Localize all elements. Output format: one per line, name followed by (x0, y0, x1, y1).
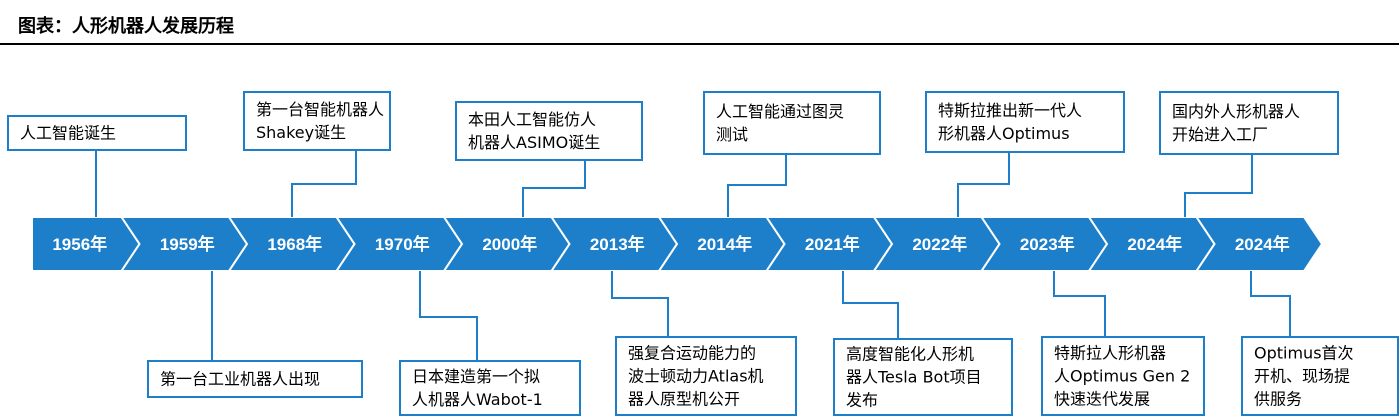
event-text: 快速迭代发展 (1054, 390, 1150, 409)
event-text: 人机器人Wabot-1 (412, 390, 543, 409)
chart-title: 图表：人形机器人发展历程 (18, 16, 234, 37)
timeline-arrow-band: 1956年 1959年 1968年 1970年 2000年 2013年 2014年 2021年… (31, 216, 1324, 272)
event-text: 器人原型机公开 (628, 390, 740, 409)
timeline-segment (1194, 216, 1324, 272)
event-text: 发布 (846, 391, 878, 410)
event-text: 开始进入工厂 (1172, 125, 1268, 144)
year-label: 2023年 (1020, 234, 1075, 254)
event-box: 第一台工业机器人出现 (147, 360, 363, 398)
event-text: 国内外人形机器人 (1172, 102, 1300, 121)
milestone-connector (1184, 154, 1253, 217)
year-label: 1968年 (267, 234, 322, 254)
event-text: 人工智能通过图灵 (716, 102, 844, 121)
event-text: 第一台工业机器人出现 (160, 370, 320, 389)
year-label: 2013年 (590, 234, 645, 254)
event-box-frame (7, 115, 187, 151)
milestone-connector (957, 152, 1010, 217)
year-label: 1970年 (375, 234, 430, 254)
event-text: 供服务 (1254, 390, 1302, 409)
event-text: 本田人工智能仿人 (468, 110, 596, 129)
milestone-connector (291, 150, 357, 217)
event-box-frame (1159, 91, 1339, 155)
milestone-connector (727, 154, 787, 217)
milestone-connector (842, 271, 899, 339)
milestone-connector (1250, 271, 1291, 337)
event-text: 特斯拉人形机器 (1054, 344, 1166, 363)
event-text: 开机、现场提 (1254, 367, 1350, 386)
event-text: 测试 (716, 125, 748, 144)
event-box-frame (703, 91, 881, 155)
year-label: 2014年 (697, 234, 752, 254)
event-box-frame (1241, 336, 1399, 416)
event-text: 第一台智能机器人 (256, 100, 384, 119)
year-label: 2024年 (1127, 234, 1182, 254)
milestone-connector (611, 271, 669, 337)
event-box-frame (147, 360, 363, 398)
event-text: 日本建造第一个拟 (412, 367, 540, 386)
year-label: 2000年 (482, 234, 537, 254)
event-box-frame (615, 336, 797, 416)
timeline-connectors (95, 150, 1291, 361)
event-box: 人工智能诞生 (7, 115, 187, 151)
event-box-frame (243, 91, 391, 151)
event-text: 人工智能诞生 (20, 124, 116, 143)
event-text: Shakey诞生 (256, 123, 346, 142)
event-text: 形机器人Optimus (938, 124, 1070, 143)
event-text: 人Optimus Gen 2 (1054, 367, 1190, 386)
event-text: 机器人ASIMO诞生 (468, 133, 600, 152)
year-label: 1959年 (160, 234, 215, 254)
year-label: 1956年 (52, 234, 107, 254)
event-text: 波士顿动力Atlas机 (628, 367, 764, 386)
event-text: Optimus首次 (1254, 344, 1354, 363)
event-box-frame (833, 338, 1013, 416)
milestone-connector (1053, 271, 1106, 337)
event-box-frame (399, 360, 581, 416)
event-box-frame (455, 101, 643, 161)
event-text: 特斯拉推出新一代人 (938, 101, 1082, 120)
event-text: 强复合运动能力的 (628, 344, 756, 363)
milestone-connector (522, 160, 586, 217)
event-box-frame (925, 91, 1125, 153)
event-box-frame (1041, 336, 1205, 416)
title-divider (0, 43, 1399, 45)
year-label: 2022年 (912, 234, 967, 254)
event-text: 高度智能化人形机 (846, 345, 974, 364)
milestone-connector (419, 271, 478, 361)
event-box: 第一台智能机器人 Shakey诞生 (243, 91, 391, 151)
year-label: 2021年 (805, 234, 860, 254)
event-text: 器人Tesla Bot项目 (846, 368, 982, 387)
year-label: 2024年 (1235, 234, 1290, 254)
